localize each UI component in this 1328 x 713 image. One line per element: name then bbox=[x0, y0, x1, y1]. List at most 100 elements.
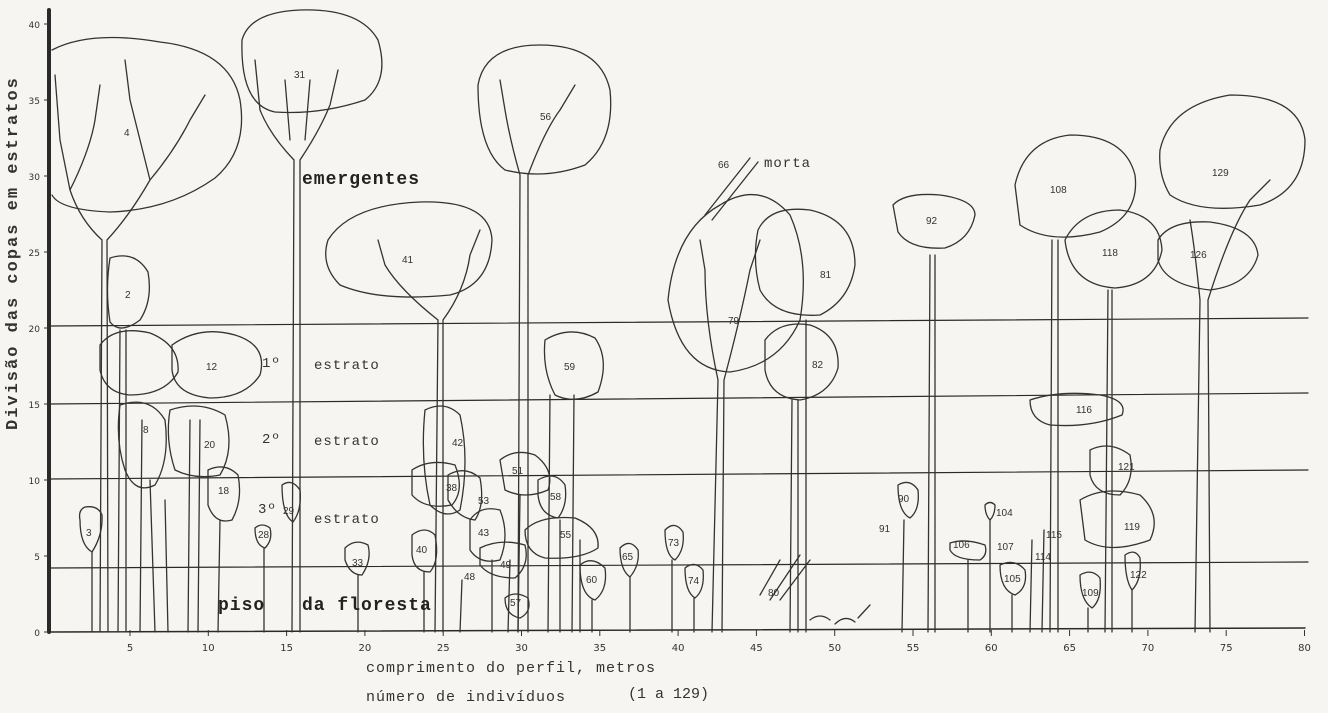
tree-number-label: 56 bbox=[540, 112, 551, 123]
x-axis bbox=[49, 628, 1305, 632]
x-tick-label: 10 bbox=[202, 643, 215, 654]
crown-104 bbox=[985, 503, 995, 521]
tree-number-label: 49 bbox=[500, 560, 511, 571]
tree-number-label: 33 bbox=[352, 558, 363, 569]
tree-number-label: 82 bbox=[812, 360, 823, 371]
y-tick-label: 35 bbox=[29, 97, 40, 107]
tree-number-label: 109 bbox=[1082, 588, 1099, 599]
tree-number-label: 119 bbox=[1124, 522, 1140, 533]
tree-number-label: 8 bbox=[143, 425, 149, 436]
dead-tree-66 bbox=[705, 158, 758, 220]
crown-51 bbox=[500, 452, 550, 495]
x-tick-label: 75 bbox=[1220, 643, 1233, 654]
crown-2b bbox=[100, 331, 178, 395]
floor-debris bbox=[810, 605, 870, 624]
y-tick-label: 30 bbox=[29, 173, 41, 183]
tree-number-label: 126 bbox=[1190, 250, 1207, 261]
y-tick-label: 15 bbox=[29, 401, 40, 411]
tree-number-label: 114 bbox=[1035, 552, 1051, 563]
tree-number-label: 107 bbox=[997, 542, 1014, 553]
crown-56 bbox=[478, 45, 611, 174]
tree-number-label: 51 bbox=[512, 466, 523, 477]
x-tick-label: 45 bbox=[750, 643, 763, 654]
y-tick-label: 20 bbox=[29, 325, 41, 335]
trunks-80-82 bbox=[760, 320, 810, 632]
x-tick-label: 40 bbox=[672, 643, 685, 654]
x-tick-label: 80 bbox=[1298, 643, 1311, 654]
tree-number-label: 4 bbox=[124, 128, 130, 139]
y-tick-label: 40 bbox=[29, 21, 41, 31]
stratum-line-20 bbox=[49, 318, 1308, 326]
y-tick-label: 0 bbox=[34, 629, 40, 639]
trunk-4 bbox=[55, 60, 205, 632]
tree-number-label: 48 bbox=[464, 572, 475, 583]
trunk-129 bbox=[1190, 180, 1270, 632]
x-tick-label: 5 bbox=[127, 643, 133, 654]
tree-number-label: 38 bbox=[446, 483, 457, 494]
trunks-109-122 bbox=[1030, 530, 1132, 632]
trunk-31 bbox=[255, 60, 338, 632]
x-tick-label: 70 bbox=[1142, 643, 1155, 654]
tree-number-label: 80 bbox=[768, 588, 779, 599]
crown-79 bbox=[668, 195, 803, 372]
floor-label-a: piso bbox=[218, 596, 265, 616]
floor-label-b: da floresta bbox=[302, 596, 432, 616]
x-tick-label: 20 bbox=[359, 643, 372, 654]
tree-number-label: 3 bbox=[86, 528, 92, 539]
tree-number-label: 12 bbox=[206, 362, 217, 373]
trunk-2 bbox=[118, 330, 126, 632]
trunk-108 bbox=[1050, 240, 1058, 632]
tree-number-label: 122 bbox=[1130, 570, 1147, 581]
tree-number-label: 41 bbox=[402, 255, 413, 266]
crown-41 bbox=[326, 202, 492, 297]
trunk-79 bbox=[700, 240, 760, 632]
tree-number-label: 81 bbox=[820, 270, 831, 281]
y-tick-label: 10 bbox=[29, 477, 41, 487]
x-tick-label: 30 bbox=[515, 643, 528, 654]
tree-number-label: 116 bbox=[1076, 405, 1092, 416]
trunk-90-91 bbox=[902, 520, 904, 632]
tree-number-label: 53 bbox=[478, 496, 489, 507]
trunk-92 bbox=[928, 255, 935, 632]
x-tick-label: 60 bbox=[985, 643, 998, 654]
crown-126 bbox=[1158, 222, 1258, 290]
stratum-3-num: 3º bbox=[258, 502, 277, 518]
y-axis-label: Divisão das copas em estratos bbox=[4, 76, 23, 430]
trunk-56 bbox=[500, 80, 575, 632]
x-tick-label: 25 bbox=[437, 643, 450, 654]
crown-82 bbox=[765, 324, 838, 400]
dead-tree-label: morta bbox=[764, 156, 811, 172]
tree-number-label: 73 bbox=[668, 538, 679, 549]
x-tick-label: 15 bbox=[280, 643, 293, 654]
x-caption-1: comprimento do perfil, metros bbox=[366, 660, 656, 677]
tree-number-label: 118 bbox=[1102, 248, 1118, 259]
y-tick-label: 5 bbox=[34, 553, 40, 563]
tree-number-label: 66 bbox=[718, 160, 729, 171]
tree-number-label: 42 bbox=[452, 438, 463, 449]
tree-number-label: 79 bbox=[728, 316, 739, 327]
tree-number-label: 55 bbox=[560, 530, 571, 541]
tree-number-label: 60 bbox=[586, 575, 597, 586]
tree-number-label: 105 bbox=[1004, 574, 1021, 585]
stratum-2-num: 2º bbox=[262, 432, 281, 448]
tree-number-label: 20 bbox=[204, 440, 215, 451]
crown-129 bbox=[1160, 95, 1305, 208]
tree-number-label: 40 bbox=[416, 545, 427, 556]
tree-number-label: 43 bbox=[478, 528, 489, 539]
tree-number-label: 91 bbox=[879, 524, 890, 535]
stratum-1-num: 1º bbox=[262, 356, 281, 372]
tree-number-label: 115 bbox=[1046, 530, 1062, 541]
tree-number-label: 92 bbox=[926, 216, 937, 227]
x-tick-label: 50 bbox=[828, 643, 841, 654]
tree-number-label: 58 bbox=[550, 492, 561, 503]
tree-number-label: 2 bbox=[125, 290, 131, 301]
x-caption-2: número de indivíduos bbox=[366, 689, 566, 706]
tree-number-label: 74 bbox=[688, 576, 699, 587]
crown-42 bbox=[423, 406, 465, 514]
crown-20 bbox=[168, 406, 229, 477]
crown-108 bbox=[1015, 135, 1136, 237]
tree-number-label: 90 bbox=[898, 494, 909, 505]
crown-119 bbox=[1080, 491, 1154, 548]
crown-31 bbox=[242, 10, 382, 113]
